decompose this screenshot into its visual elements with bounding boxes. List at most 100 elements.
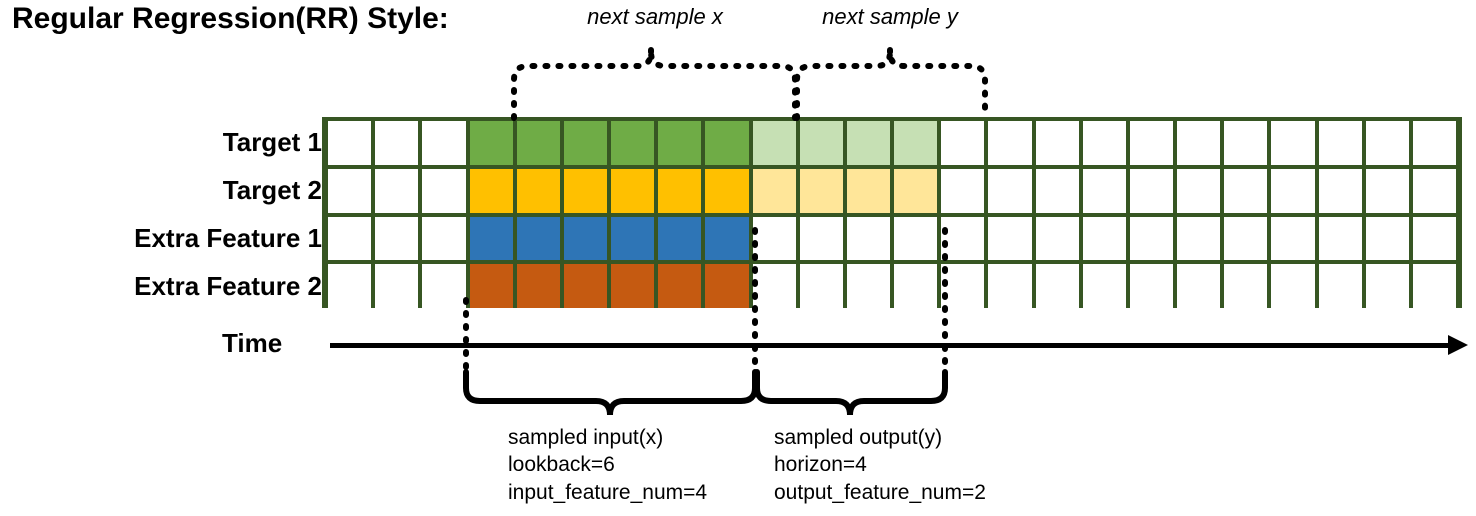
grid-cell-r3-c3 [422, 216, 466, 261]
row-label-target-1: Target 1 [222, 127, 322, 157]
time-axis-line [330, 343, 1452, 348]
grid-cell-r4-c24 [1412, 264, 1457, 308]
grid-cell-r2-c16 [1035, 168, 1079, 213]
grid-cell-r2-c5 [516, 168, 560, 213]
grid-cell-r2-c8 [658, 168, 702, 213]
grid-cell-r3-c24 [1412, 216, 1457, 261]
grid-cell-r4-c11 [799, 264, 843, 308]
grid-cell-r3-c18 [1129, 216, 1174, 261]
grid-cell-r3-c23 [1365, 216, 1409, 261]
grid-cell-r1-c18 [1129, 121, 1174, 165]
grid-cell-r2-c23 [1365, 168, 1409, 213]
grid-cell-r4-c23 [1365, 264, 1409, 308]
grid-row-extra-feature-1 [326, 216, 1458, 261]
grid-cell-r2-c6 [563, 168, 608, 213]
grid-cell-r3-c14 [941, 216, 985, 261]
grid-cell-r3-c4 [469, 216, 513, 261]
grid-cell-r2-c14 [941, 168, 985, 213]
grid-cell-r4-c19 [1177, 264, 1221, 308]
grid-cell-r2-c22 [1318, 168, 1362, 213]
top-brace-x [511, 51, 798, 121]
grid-cell-r2-c4 [469, 168, 513, 213]
sampled-output-annotation: sampled output(y) horizon=4 output_featu… [774, 424, 986, 506]
grid-cell-r1-c16 [1035, 121, 1079, 165]
grid-cell-r2-c12 [846, 168, 891, 213]
grid-cell-r1-c10 [752, 121, 796, 165]
row-label-extra-feature-1: Extra Feature 1 [134, 223, 322, 253]
grid-cell-r3-c19 [1177, 216, 1221, 261]
grid-cell-r3-c16 [1035, 216, 1079, 261]
grid-cell-r1-c1 [328, 121, 372, 165]
grid-cell-r2-c24 [1412, 168, 1457, 213]
grid-cell-r1-c2 [375, 121, 419, 165]
grid-cell-r2-c9 [705, 168, 749, 213]
grid-cell-r2-c10 [752, 168, 796, 213]
grid-cell-r1-c15 [988, 121, 1032, 165]
next-sample-x-label: next sample x [587, 4, 723, 29]
grid-row-target-2 [326, 168, 1458, 213]
grid-cell-r2-c11 [799, 168, 843, 213]
time-axis-arrow-icon [1448, 335, 1468, 355]
timeline-grid [322, 117, 1462, 308]
grid-cell-r4-c9 [705, 264, 749, 308]
time-axis-label: Time [222, 328, 283, 358]
grid-cell-r4-c18 [1129, 264, 1174, 308]
grid-cell-r1-c14 [941, 121, 985, 165]
grid-cell-r2-c21 [1271, 168, 1315, 213]
grid-cell-r3-c13 [894, 216, 938, 261]
grid-cell-r3-c6 [563, 216, 608, 261]
grid-cell-r3-c2 [375, 216, 419, 261]
grid-cell-r3-c1 [328, 216, 372, 261]
grid-cell-r1-c9 [705, 121, 749, 165]
grid-cell-r4-c21 [1271, 264, 1315, 308]
sampled-output-line-1: sampled output(y) [774, 426, 943, 449]
grid-cell-r2-c3 [422, 168, 466, 213]
grid-cell-r1-c4 [469, 121, 513, 165]
grid-cell-r1-c3 [422, 121, 466, 165]
grid-cell-r1-c19 [1177, 121, 1221, 165]
row-label-target-2: Target 2 [222, 175, 322, 205]
bottom-brace-input [463, 369, 758, 416]
grid-cell-r3-c7 [611, 216, 655, 261]
grid-cell-r2-c19 [1177, 168, 1221, 213]
grid-cell-r2-c2 [375, 168, 419, 213]
grid-cell-r1-c5 [516, 121, 560, 165]
sampled-output-line-2: horizon=4 [774, 453, 867, 477]
grid-cell-r3-c21 [1271, 216, 1315, 261]
grid-cell-r1-c17 [1082, 121, 1126, 165]
grid-cell-r1-c22 [1318, 121, 1362, 165]
grid-cell-r2-c18 [1129, 168, 1174, 213]
grid-cell-r4-c22 [1318, 264, 1362, 308]
sampled-input-line-2: lookback=6 [508, 453, 615, 477]
top-brace-y [794, 51, 988, 121]
grid-row-target-1 [326, 121, 1458, 165]
grid-cell-r1-c6 [563, 121, 608, 165]
grid-cell-r4-c3 [422, 264, 466, 308]
grid-cell-r4-c12 [846, 264, 891, 308]
grid-cell-r3-c9 [705, 216, 749, 261]
sampled-input-annotation: sampled input(x) lookback=6 input_featur… [508, 424, 707, 506]
grid-cell-r2-c7 [611, 168, 655, 213]
grid-cell-r2-c1 [328, 168, 372, 213]
bottom-brace-output [754, 369, 948, 416]
grid-cell-r3-c11 [799, 216, 843, 261]
grid-cell-r4-c5 [516, 264, 560, 308]
grid-cell-r2-c20 [1224, 168, 1268, 213]
grid-cell-r4-c8 [658, 264, 702, 308]
grid-cell-r1-c7 [611, 121, 655, 165]
grid-cell-r1-c21 [1271, 121, 1315, 165]
grid-cell-r4-c14 [941, 264, 985, 308]
grid-cell-r4-c20 [1224, 264, 1268, 308]
grid-cell-r4-c16 [1035, 264, 1079, 308]
grid-cell-r2-c17 [1082, 168, 1126, 213]
grid-row-extra-feature-2 [326, 264, 1458, 308]
grid-cell-r4-c15 [988, 264, 1032, 308]
grid-cell-r4-c4 [469, 264, 513, 308]
grid-cell-r3-c15 [988, 216, 1032, 261]
grid-cell-r1-c20 [1224, 121, 1268, 165]
grid-cell-r3-c8 [658, 216, 702, 261]
grid-cell-r3-c22 [1318, 216, 1362, 261]
grid-cell-r3-c5 [516, 216, 560, 261]
grid-cell-r3-c10 [752, 216, 796, 261]
